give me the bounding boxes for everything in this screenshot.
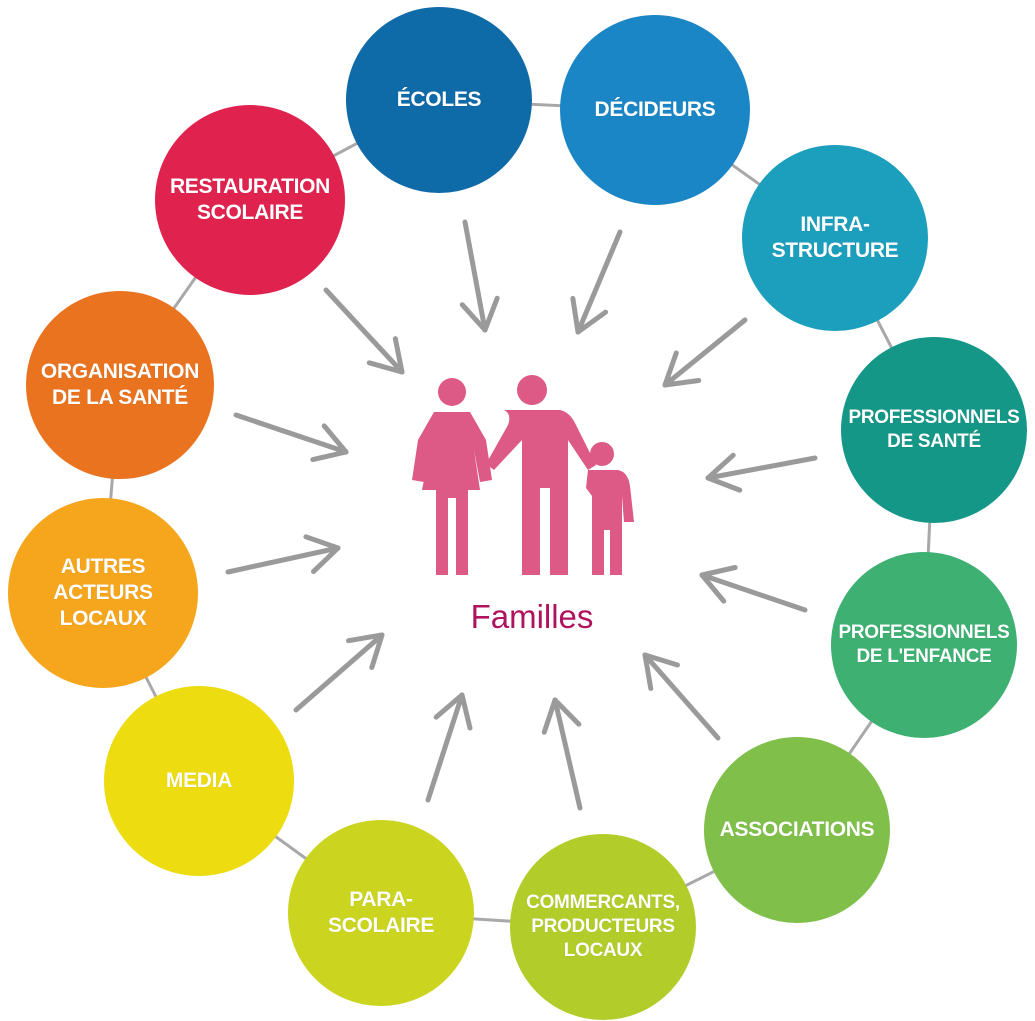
node-commercants: COMMERCANTS, PRODUCTEURS LOCAUX bbox=[510, 834, 696, 1020]
node-label-ecoles: ÉCOLES bbox=[396, 87, 482, 111]
arrow-to-center bbox=[323, 287, 405, 375]
arrow-to-center bbox=[225, 534, 341, 575]
arrow-to-center bbox=[705, 452, 818, 493]
node-professionnels-sante: PROFESSIONNELS DE SANTÉ bbox=[841, 337, 1027, 523]
arrow-to-center bbox=[233, 412, 349, 463]
node-professionnels-enfance: PROFESSIONNELS DE L'ENFANCE bbox=[831, 552, 1017, 738]
arrow-to-center bbox=[425, 692, 473, 803]
node-autres-acteurs: AUTRES ACTEURS LOCAUX bbox=[8, 498, 198, 688]
arrow-to-center bbox=[293, 632, 385, 713]
arrow-to-center bbox=[662, 317, 748, 388]
arrow-to-center bbox=[459, 219, 500, 333]
node-label-organisation-sante: ORGANISATION DE LA SANTÉ bbox=[40, 359, 200, 409]
arrow-to-center bbox=[642, 652, 721, 741]
family-icon bbox=[412, 375, 634, 575]
center-label-familles: Familles bbox=[470, 598, 594, 635]
node-parascolaire: PARA- SCOLAIRE bbox=[288, 820, 474, 1006]
node-label-commercants: COMMERCANTS, PRODUCTEURS LOCAUX bbox=[526, 892, 680, 961]
node-media: MEDIA bbox=[104, 686, 294, 876]
node-label-associations: ASSOCIATIONS bbox=[719, 817, 875, 841]
node-label-professionnels-enfance: PROFESSIONNELS DE L'ENFANCE bbox=[838, 622, 1010, 667]
node-label-infrastructure: INFRA- STRUCTURE bbox=[771, 212, 899, 262]
node-ecoles: ÉCOLES bbox=[346, 7, 532, 193]
node-label-decideurs: DÉCIDEURS bbox=[594, 97, 716, 121]
node-infrastructure: INFRA- STRUCTURE bbox=[742, 145, 928, 331]
node-label-restauration-scolaire: RESTAURATION SCOLAIRE bbox=[169, 174, 331, 224]
node-label-autres-acteurs: AUTRES ACTEURS LOCAUX bbox=[53, 554, 153, 631]
node-associations: ASSOCIATIONS bbox=[704, 737, 890, 923]
arrow-to-center bbox=[541, 697, 583, 811]
node-label-media: MEDIA bbox=[165, 768, 233, 792]
arrow-to-center bbox=[570, 229, 623, 335]
arrow-to-center bbox=[699, 564, 808, 613]
node-organisation-sante: ORGANISATION DE LA SANTÉ bbox=[26, 291, 214, 479]
node-label-professionnels-sante: PROFESSIONNELS DE SANTÉ bbox=[848, 407, 1020, 452]
node-label-parascolaire: PARA- SCOLAIRE bbox=[327, 887, 435, 937]
node-restauration-scolaire: RESTAURATION SCOLAIRE bbox=[155, 105, 345, 295]
node-decideurs: DÉCIDEURS bbox=[560, 15, 750, 205]
